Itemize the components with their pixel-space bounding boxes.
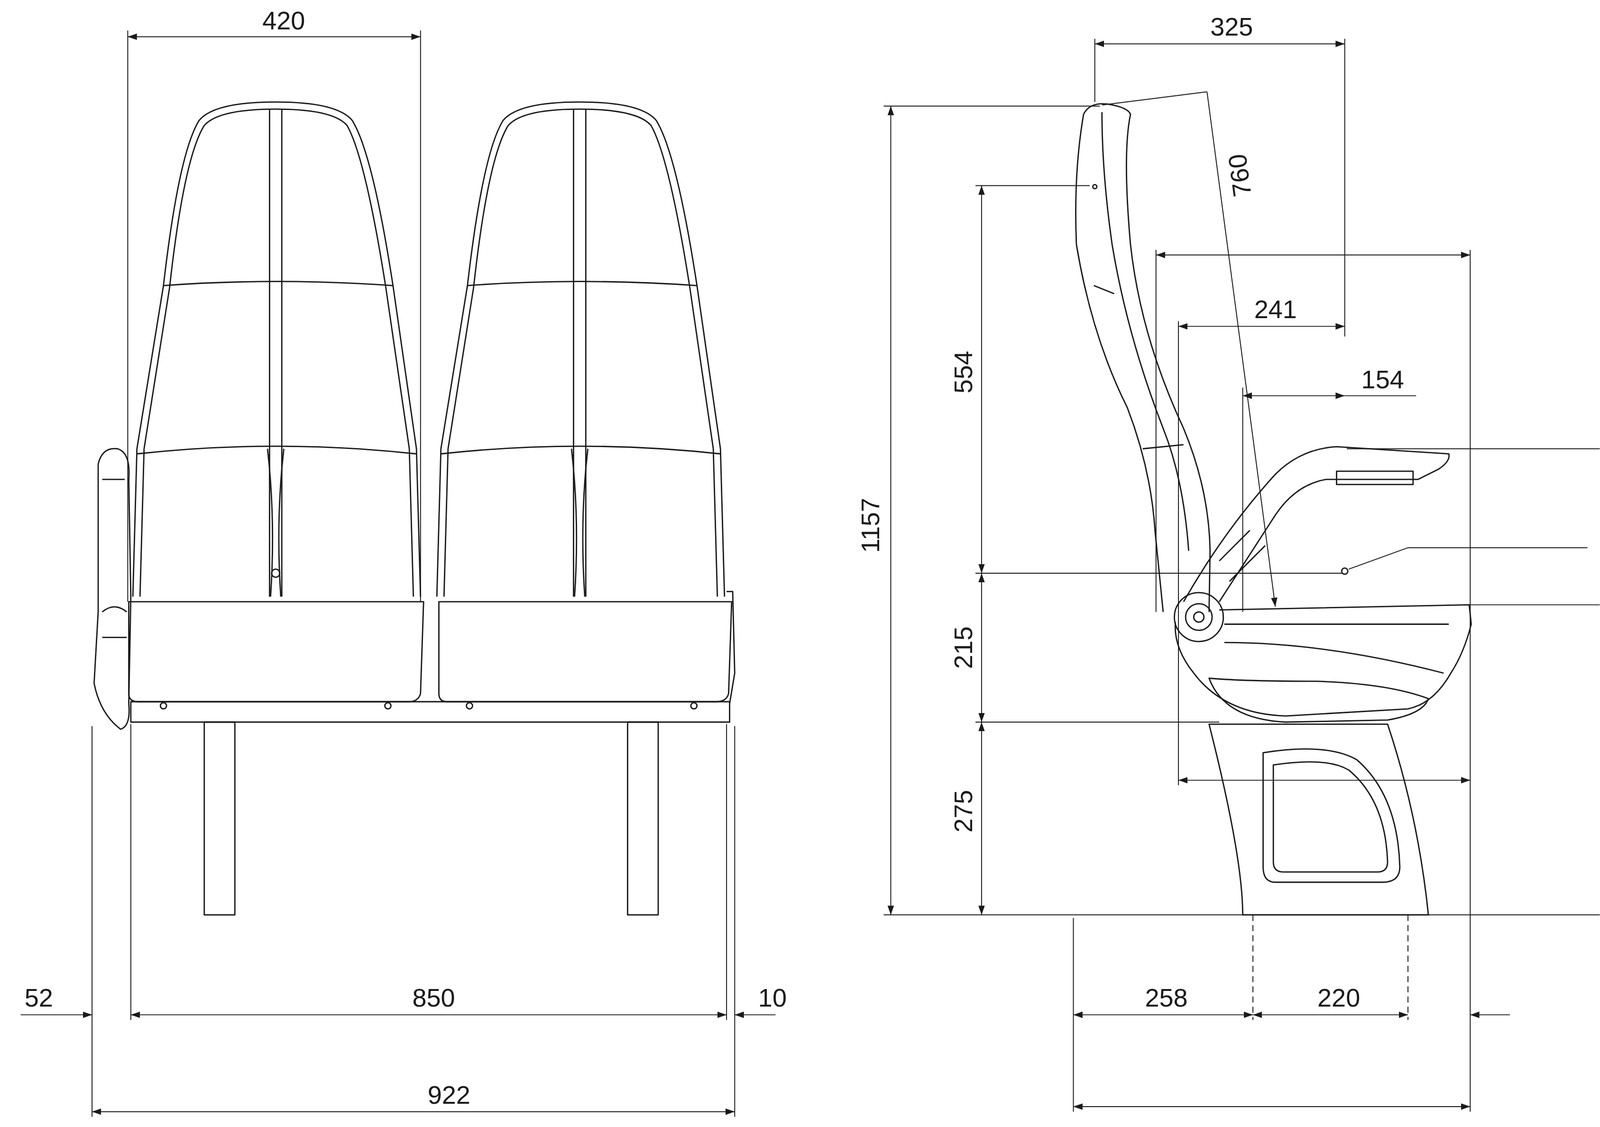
front-view xyxy=(93,101,735,915)
dimension-value: 215 xyxy=(949,623,977,672)
dimension-value: 10 xyxy=(755,983,790,1012)
dimension-value: 52 xyxy=(21,983,56,1012)
dimension-value: 325 xyxy=(1207,12,1256,41)
dimension-value: 922 xyxy=(424,1081,474,1109)
dimension-value: 1157 xyxy=(856,495,884,556)
dimension-value: 241 xyxy=(1251,295,1300,323)
dimension-value: 420 xyxy=(259,6,308,35)
dimension-value: 220 xyxy=(1314,983,1363,1012)
dimension-lines xyxy=(20,30,1600,1118)
dimension-value: 760 xyxy=(1222,149,1257,202)
dimension-value: 554 xyxy=(949,348,977,397)
dimension-value: 258 xyxy=(1141,983,1191,1012)
side-view xyxy=(1075,103,1472,916)
dimension-value: 154 xyxy=(1358,365,1407,394)
dimension-value: 850 xyxy=(409,983,458,1012)
dimension-value: 275 xyxy=(949,787,977,836)
